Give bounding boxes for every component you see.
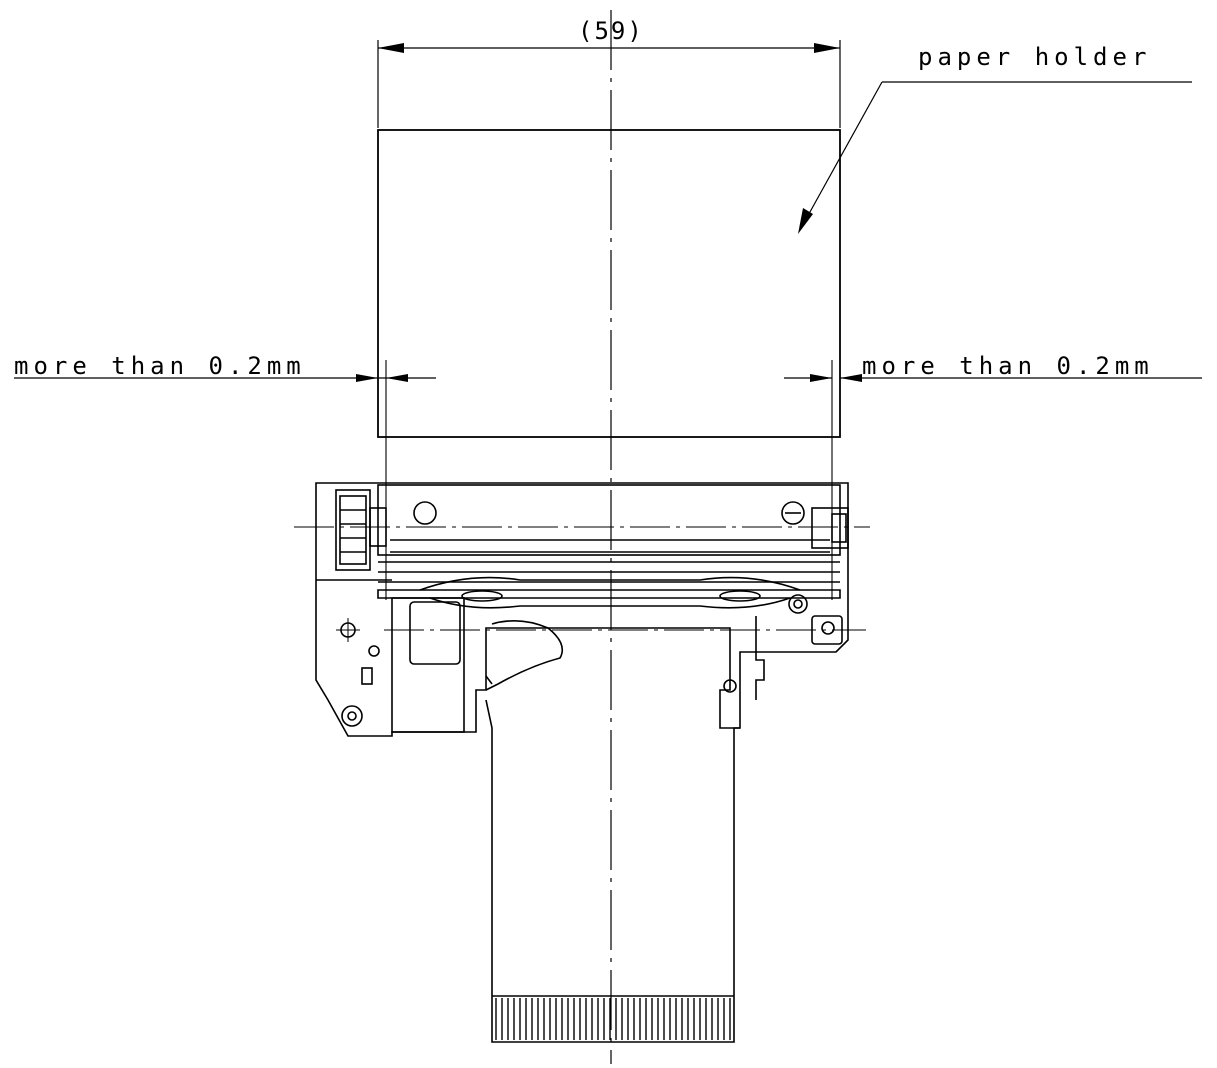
paper-holder xyxy=(377,129,841,438)
right-clearance-label: more than 0.2mm xyxy=(862,352,1154,380)
printer-mechanism xyxy=(294,482,870,737)
overall-width-dimension xyxy=(377,40,841,128)
paper-holder-label: paper holder xyxy=(918,43,1152,71)
left-clearance-label: more than 0.2mm xyxy=(14,352,306,380)
left-clearance-dimension xyxy=(14,374,436,382)
overall-width-label: (59) xyxy=(578,17,644,45)
paper-holder-leader xyxy=(798,81,1192,234)
flex-cable xyxy=(485,699,740,1043)
cable-contacts xyxy=(495,998,731,1040)
right-clearance-dimension xyxy=(784,374,1202,382)
